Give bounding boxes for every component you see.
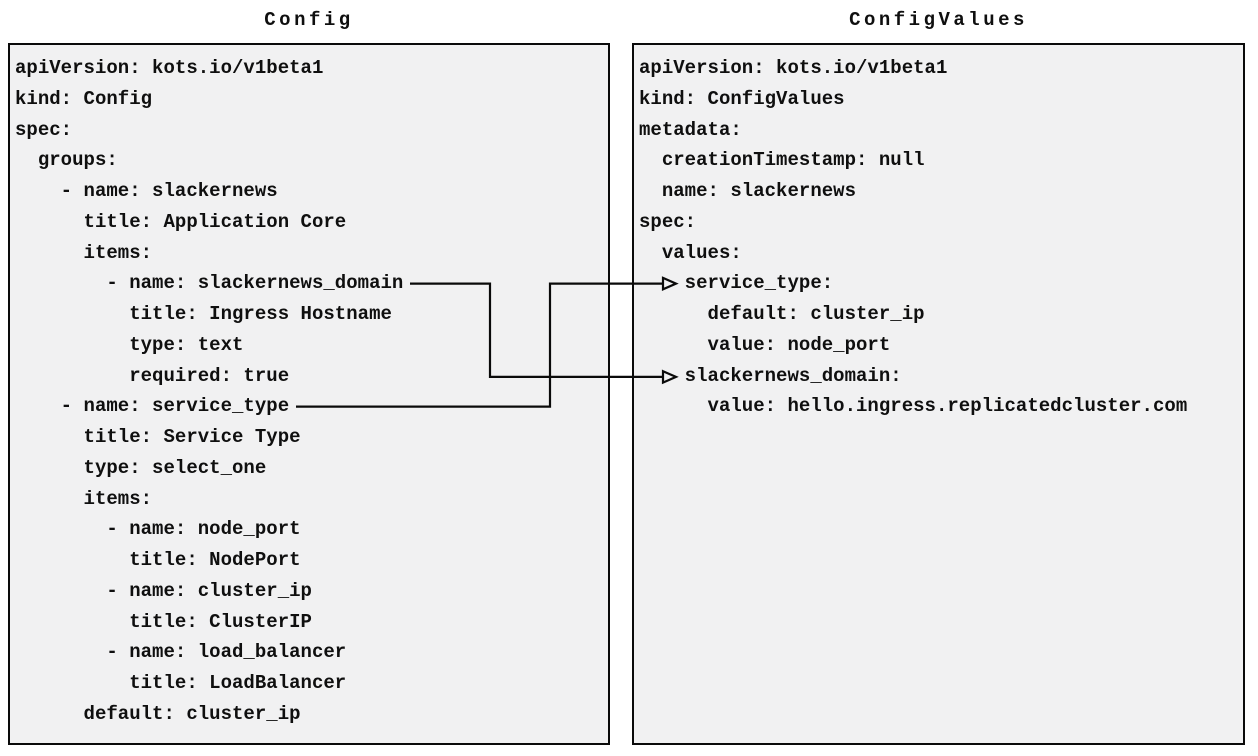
yaml-line: creationTimestamp: null [639, 149, 925, 172]
yaml-line: groups: [15, 149, 118, 172]
yaml-line: slackernews_domain: [639, 364, 902, 387]
yaml-line: default: cluster_ip [639, 303, 925, 325]
yaml-line: kind: ConfigValues [639, 87, 845, 110]
yaml-line: title: LoadBalancer [15, 672, 347, 694]
yaml-line: spec: [639, 210, 697, 233]
yaml-line: - name: load_balancer [15, 641, 347, 664]
yaml-line: title: Service Type [15, 426, 301, 448]
yaml-line: type: select_one [15, 456, 267, 479]
yaml-line: title: NodePort [15, 549, 301, 571]
yaml-line: items: [15, 487, 153, 510]
yaml-line: default: cluster_ip [15, 702, 301, 725]
yaml-line: kind: Config [15, 87, 153, 110]
yaml-line: - name: slackernews [15, 180, 278, 202]
yaml-line: - name: cluster_ip [15, 579, 312, 602]
yaml-line: value: hello.ingress.replicatedcluster.c… [639, 395, 1188, 418]
yaml-line: apiVersion: kots.io/v1beta1 [15, 57, 324, 79]
config-yaml-code: apiVersion: kots.io/v1beta1 kind: Config s… [10, 45, 608, 730]
yaml-line: type: text [15, 333, 244, 356]
yaml-line: values: [639, 241, 742, 264]
config-panel-title: Config [264, 9, 354, 31]
yaml-line: title: Application Core [15, 210, 347, 233]
configvalues-yaml-panel: apiVersion: kots.io/v1beta1 kind: ConfigV… [632, 43, 1245, 745]
yaml-line: - name: node_port [15, 518, 301, 541]
yaml-line: title: Ingress Hostname [15, 303, 392, 325]
yaml-line: name: slackernews [639, 180, 857, 202]
yaml-line: items: [15, 241, 153, 264]
configvalues-panel-title: ConfigValues [849, 9, 1028, 31]
yaml-line: - name: slackernews_domain [15, 272, 404, 295]
yaml-line: metadata: [639, 118, 742, 141]
configvalues-yaml-code: apiVersion: kots.io/v1beta1 kind: ConfigV… [634, 45, 1243, 422]
yaml-line: required: true [15, 364, 290, 387]
yaml-line: spec: [15, 118, 73, 141]
yaml-line: value: node_port [639, 333, 891, 356]
yaml-line: service_type: [639, 272, 834, 295]
yaml-line: title: ClusterIP [15, 610, 312, 633]
yaml-line: apiVersion: kots.io/v1beta1 [639, 57, 948, 79]
config-yaml-panel: apiVersion: kots.io/v1beta1 kind: Config s… [8, 43, 610, 745]
yaml-line: - name: service_type [15, 395, 290, 418]
